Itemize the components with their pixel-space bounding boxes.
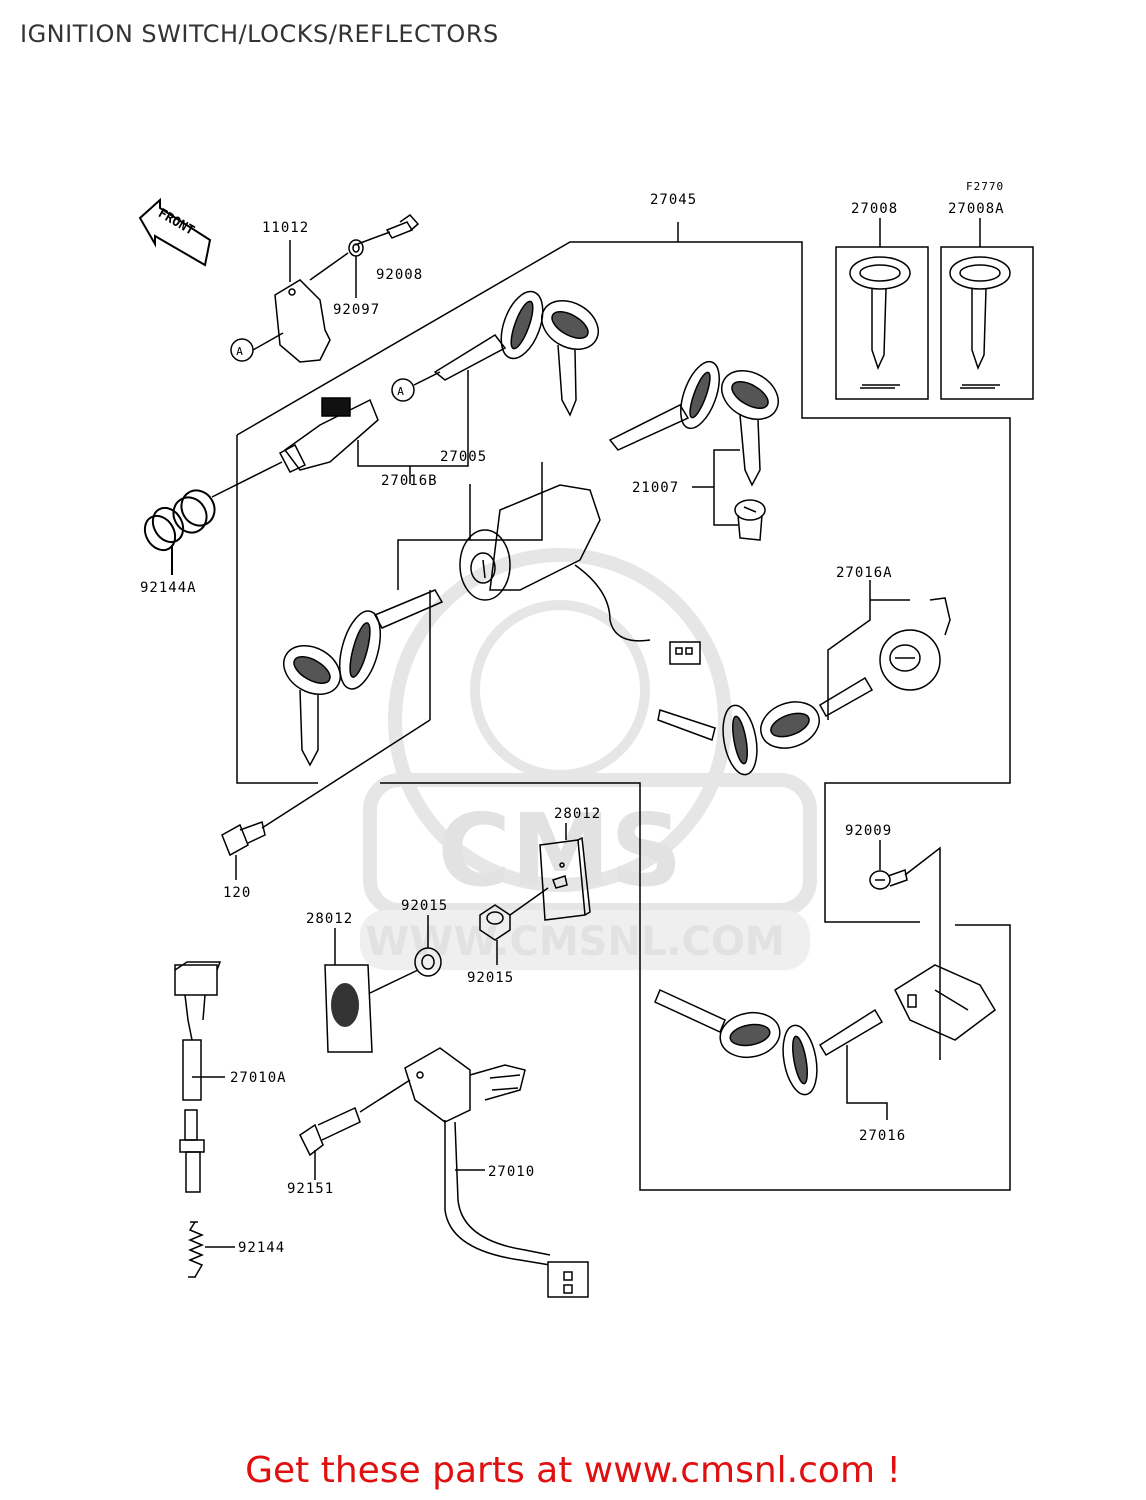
footer-link-text[interactable]: Get these parts at www.cmsnl.com !: [245, 1450, 901, 1491]
label-28012-left: 28012: [306, 911, 353, 927]
watermark: CMS WWW.CMSNL.COM: [360, 548, 817, 970]
washer-92097: [309, 239, 364, 298]
footer-link[interactable]: Get these parts at www.cmsnl.com !: [0, 1450, 1146, 1491]
label-27016B: 27016B: [381, 473, 438, 489]
label-27005: 27005: [440, 449, 487, 465]
part-labels: 27045 27008 27008A 11012 92008 92097 270…: [140, 192, 1005, 1256]
ignition-switch-27005: [397, 462, 701, 665]
label-11012: 11012: [262, 220, 309, 236]
bracket-27016: [894, 964, 996, 1041]
springs-92144A: [143, 489, 216, 575]
label-92097: 92097: [333, 302, 380, 318]
label-92015-bottom: 92015: [467, 970, 514, 986]
label-27016A: 27016A: [836, 565, 893, 581]
label-27045: 27045: [650, 192, 697, 208]
label-27010: 27010: [488, 1164, 535, 1180]
figure-code: F2770: [966, 180, 1004, 193]
label-27008: 27008: [851, 201, 898, 217]
ref-marker-a-left: A: [236, 345, 244, 358]
label-92144: 92144: [238, 1240, 285, 1256]
cap-21007: [734, 499, 766, 541]
label-27010A: 27010A: [230, 1070, 287, 1086]
key-27008A: [940, 218, 1034, 400]
plate-11012: [230, 240, 331, 363]
keys-27016B: [433, 290, 599, 417]
spring-92144: [188, 1221, 235, 1278]
label-27016: 27016: [859, 1128, 906, 1144]
nut-92015-bottom: [369, 915, 442, 994]
keys-27016: [654, 988, 888, 1120]
cylinder-27016B: [211, 370, 469, 498]
nut-92015-top: [479, 887, 549, 965]
page-title: IGNITION SWITCH/LOCKS/REFLECTORS: [20, 20, 499, 48]
label-120: 120: [223, 885, 251, 901]
keys-27016A: [657, 676, 874, 776]
watermark-logo: CMS: [438, 792, 683, 909]
key-27008: [835, 218, 929, 400]
label-92151: 92151: [287, 1181, 334, 1197]
group-frame-27045: [236, 222, 1011, 1191]
label-28012-right: 28012: [554, 806, 601, 822]
front-arrow-icon: FRONT: [138, 197, 212, 267]
bolt-92151: [299, 1079, 411, 1180]
label-92144A: 92144A: [140, 580, 197, 596]
lock-27016A: [827, 580, 951, 720]
bolt-92008: [354, 214, 420, 246]
label-21007: 21007: [632, 480, 679, 496]
label-27008A: 27008A: [948, 201, 1005, 217]
label-92015-top: 92015: [401, 898, 448, 914]
connector-27010A: [174, 961, 225, 1193]
watermark-url: WWW.CMSNL.COM: [365, 919, 785, 965]
label-92008: 92008: [376, 267, 423, 283]
switch-27010: [404, 1047, 589, 1298]
label-92009: 92009: [845, 823, 892, 839]
exploded-parts-diagram: CMS WWW.CMSNL.COM FRONT F2770: [138, 180, 1034, 1298]
ref-marker-a-right: A: [397, 385, 405, 398]
keys-27005: [283, 589, 444, 767]
reflector-28012-right: [539, 823, 591, 921]
screw-92009: [869, 840, 941, 1060]
keys-21007: [608, 360, 779, 526]
reflector-28012-left: [324, 928, 373, 1053]
bolt-120: [221, 590, 431, 880]
